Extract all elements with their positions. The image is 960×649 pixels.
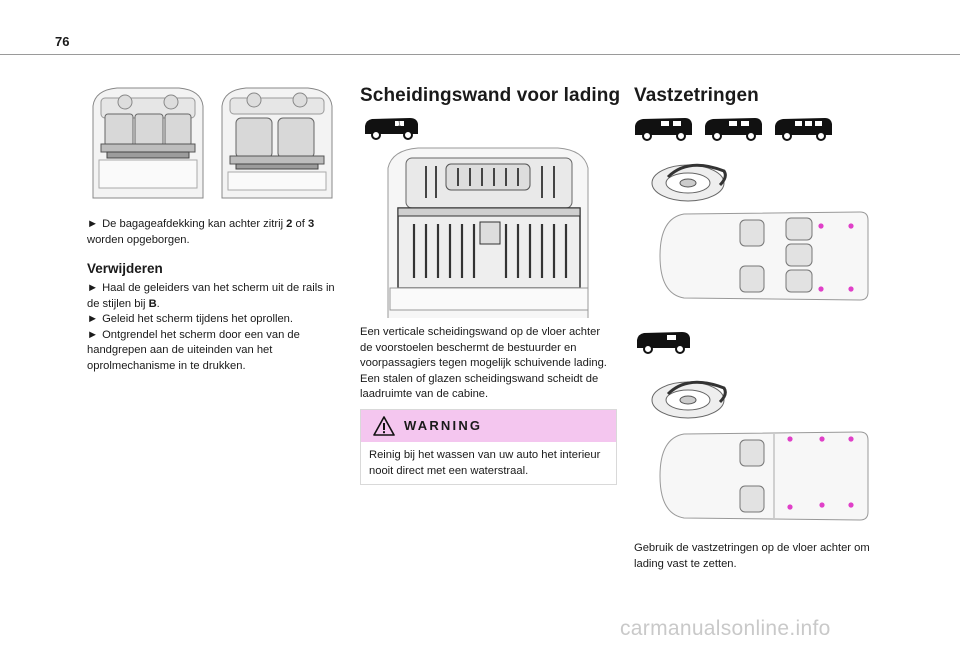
warning-header: WARNING (361, 410, 616, 442)
page-number: 76 (55, 34, 70, 49)
cargo-cover-row2-illustration (87, 86, 209, 206)
list-item: ►Geleid het scherm tijdens het oprollen. (87, 313, 293, 326)
partition-wall-illustration (378, 146, 598, 322)
floor-plan-cargo-illustration (654, 428, 870, 524)
bullet-arrow: ► (87, 218, 99, 230)
list-item: ►Ontgrendel het scherm door een van de h… (87, 328, 300, 372)
watermark: carmanualsonline.info (620, 617, 831, 640)
bullet-arrow: ► (87, 313, 99, 326)
cargo-cover-caption: ►De bagageafdekking kan achter zitrij 2 … (87, 218, 315, 246)
warning-triangle-icon (373, 416, 395, 436)
warning-box: WARNING Reinig bij het wassen van uw aut… (360, 409, 617, 485)
van-icon-short-cargo (634, 330, 692, 354)
lashing-ring-detail-illustration-2 (648, 372, 732, 422)
subheading-verwijderen: Verwijderen (87, 261, 163, 276)
van-icon-variant-1 (635, 118, 692, 141)
floor-plan-passenger-illustration (654, 208, 870, 304)
warning-title: WARNING (404, 418, 483, 433)
heading-scheidingswand: Scheidingswand voor lading (360, 85, 621, 106)
vehicle-variant-icons (633, 115, 833, 141)
cargo-cover-row3-illustration (216, 86, 338, 206)
bullet-arrow: ► (87, 328, 99, 341)
partition-paragraph: Een verticale scheidingswand op de vloer… (360, 326, 607, 401)
bullet-arrow: ► (87, 282, 99, 294)
van-icon-short: 1 (362, 116, 420, 140)
lashing-rings-caption: Gebruik de vastzetringen op de vloer ach… (634, 542, 870, 570)
warning-text: Reinig bij het wassen van uw auto het in… (369, 449, 601, 477)
list-item: ►Haal de geleiders van het scherm uit de… (87, 282, 335, 310)
lashing-ring-detail-illustration (648, 155, 732, 205)
header-rule (0, 54, 960, 55)
heading-vastzetringen: Vastzetringen (634, 85, 759, 106)
removal-steps-list: ►Haal de geleiders van het scherm uit de… (87, 281, 342, 375)
van-icon-variant-3 (775, 118, 832, 141)
van-icon-variant-2 (705, 118, 762, 141)
svg-text:1: 1 (398, 122, 401, 128)
